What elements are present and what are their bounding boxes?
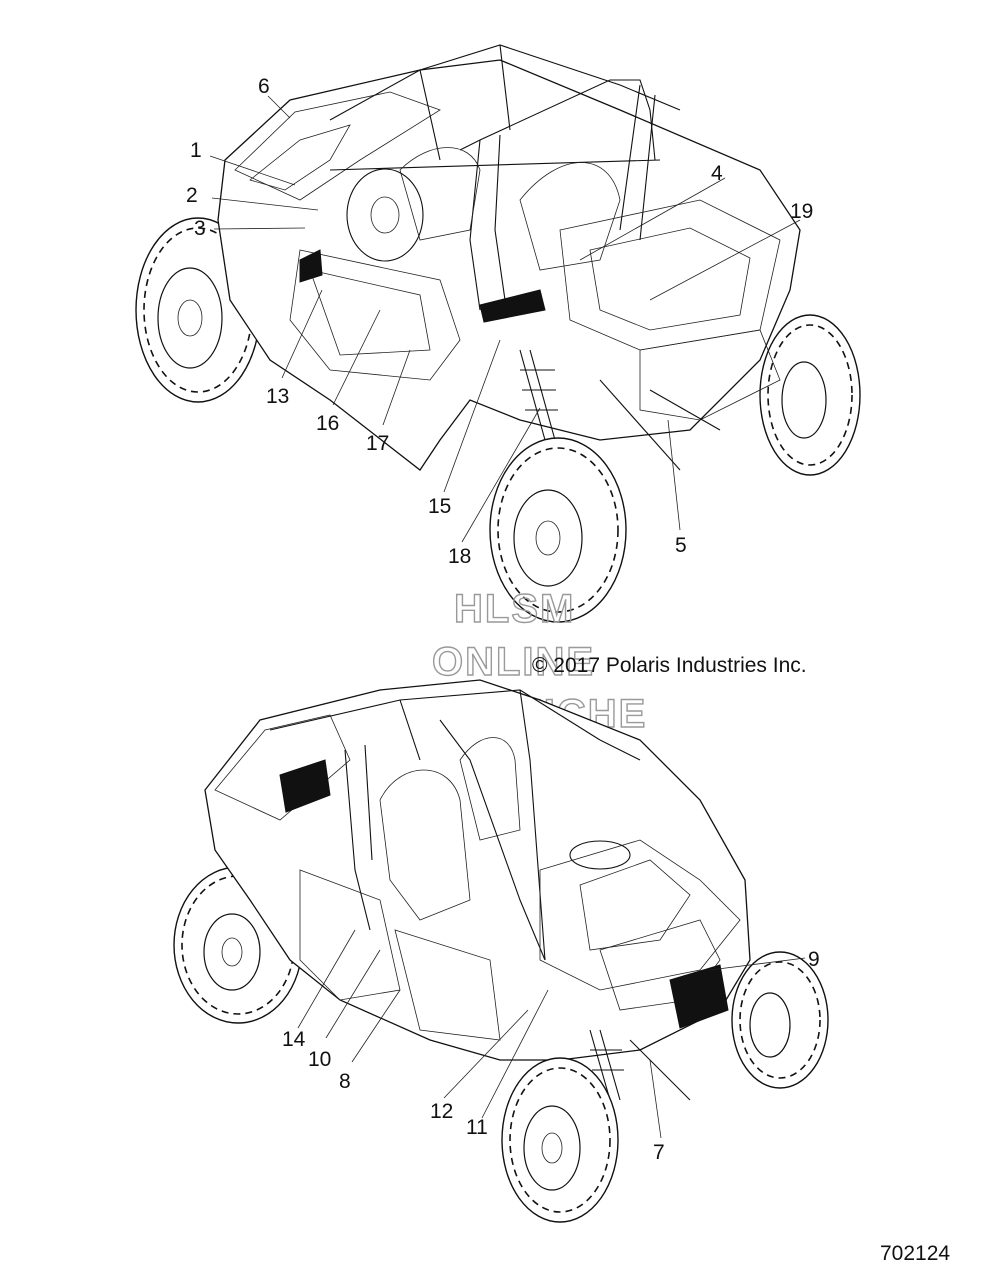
callout-13: 13 — [266, 385, 289, 408]
callout-5: 5 — [675, 534, 687, 557]
callout-10: 10 — [308, 1048, 331, 1071]
callout-15: 15 — [428, 495, 451, 518]
callout-19: 19 — [790, 200, 813, 223]
callout-8: 8 — [339, 1070, 351, 1093]
callout-17: 17 — [366, 432, 389, 455]
front-left-wheel — [489, 437, 627, 623]
callout-6: 6 — [258, 75, 270, 98]
document-number: 702124 — [880, 1242, 950, 1265]
bottom-callouts: 9 14 10 8 12 11 7 — [282, 948, 820, 1164]
bottom-front-left-wheel — [501, 1057, 619, 1223]
callout-3: 3 — [194, 217, 206, 240]
callout-11: 11 — [466, 1116, 488, 1139]
callout-7: 7 — [653, 1141, 665, 1164]
callout-14: 14 — [282, 1028, 306, 1051]
watermark-line-2: ONLINE — [432, 640, 595, 684]
callout-16: 16 — [316, 412, 339, 435]
bottom-leader-lines — [297, 929, 806, 1139]
callout-9: 9 — [808, 948, 820, 971]
copyright-notice: © 2017 Polaris Industries Inc. — [532, 654, 807, 677]
front-right-wheel — [759, 314, 861, 476]
callout-18: 18 — [448, 545, 471, 568]
callout-1: 1 — [190, 139, 202, 162]
bottom-vehicle-illustration — [173, 679, 829, 1223]
bottom-front-right-wheel — [731, 951, 829, 1089]
callout-2: 2 — [186, 184, 198, 207]
callout-4: 4 — [711, 162, 723, 185]
callout-12: 12 — [430, 1100, 453, 1123]
top-callouts: 6 1 2 3 4 19 13 16 17 15 18 5 — [186, 75, 813, 568]
top-leader-lines — [209, 95, 801, 543]
top-vehicle-illustration — [135, 44, 861, 623]
watermark-line-1: HLSM — [454, 587, 575, 631]
